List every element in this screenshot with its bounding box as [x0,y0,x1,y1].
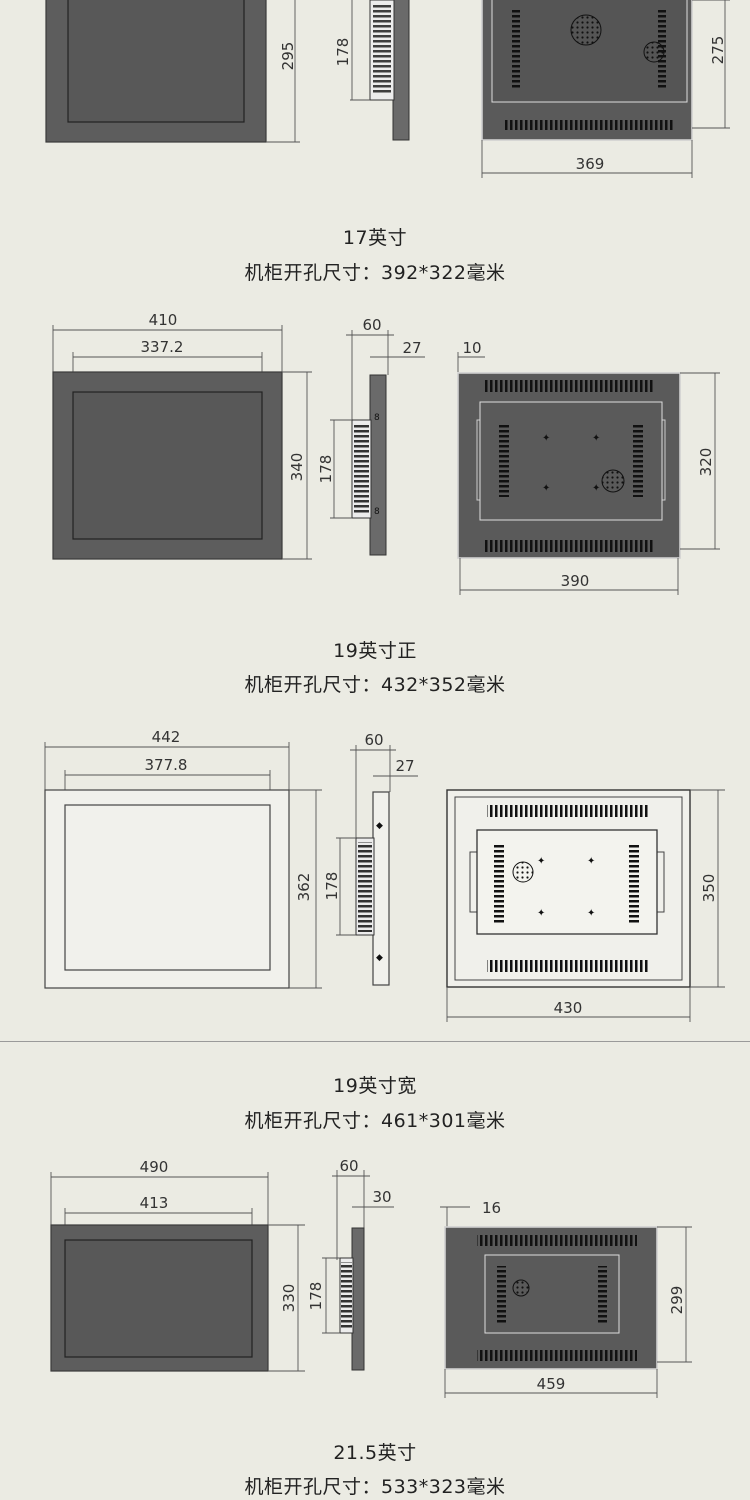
19wide-outer-width-label: 490 [140,1158,169,1176]
section-17-title: 17英寸 [342,227,408,249]
svg-text:◆: ◆ [376,953,383,963]
19sq-back-height-label: 350 [700,874,718,903]
19sq-back-view: ✦ ✦ ✦ ✦ 350 430 [446,789,725,1022]
svg-text:✦: ✦ [537,856,545,867]
svg-text:✦: ✦ [537,908,545,919]
section-19sq-title: 19英寸正 [333,640,417,662]
19wide-inner-width-label: 413 [140,1194,169,1212]
19sq-side-view: 60 27 ◆ ◆ 178 [323,731,418,986]
19wide-side-view: 60 30 178 [307,1157,394,1371]
17-outer-width-label: 410 [149,311,178,329]
19wide-back-offset-label: 16 [482,1199,501,1217]
section-215-title: 21.5英寸 [333,1442,417,1464]
19wide-back-height-label: 299 [668,1286,686,1315]
19wide-side-bracket-label: 178 [307,1282,325,1311]
svg-text:8: 8 [374,413,380,423]
19sq-inner-width-label: 377.8 [145,756,188,774]
19wide-back-width-label: 459 [537,1375,566,1393]
17-front-height-label: 340 [288,453,306,482]
17-inner-width-label: 337.2 [141,338,184,356]
top-back-view: 275 369 [481,0,730,178]
svg-text:◆: ◆ [376,821,383,831]
17-side-bracket-label: 178 [317,455,335,484]
17-back-offset-label: 10 [462,339,481,357]
19sq-side-inner-label: 27 [395,757,414,775]
17-front-view: 410 337.2 340 [52,311,312,560]
19wide-front-height-label: 330 [280,1284,298,1313]
top-side-bracket-label: 178 [334,38,352,67]
top-back-width-label: 369 [576,155,605,173]
19sq-side-bracket-label: 178 [323,872,341,901]
svg-text:✦: ✦ [592,483,600,494]
section-19wide-cutout: 机柜开孔尺寸：461*301毫米 [244,1110,506,1132]
section-17-cutout: 机柜开孔尺寸：392*322毫米 [244,262,506,284]
section-215-cutout: 机柜开孔尺寸：533*323毫米 [244,1476,506,1498]
top-back-height-label: 275 [709,36,727,65]
17-side-view: 60 27 8 8 178 [317,316,425,556]
19wide-side-depth-label: 60 [339,1157,358,1175]
17-back-height-label: 320 [697,448,715,477]
19sq-side-depth-label: 60 [364,731,383,749]
svg-text:8: 8 [374,507,380,517]
svg-text:✦: ✦ [542,483,550,494]
section-19sq-cutout: 机柜开孔尺寸：432*352毫米 [244,674,506,696]
19sq-back-width-label: 430 [554,999,583,1017]
19wide-back-view: 16 299 459 [440,1199,692,1398]
17-side-inner-label: 27 [402,339,421,357]
top-side-view: 178 [334,0,410,141]
17-back-width-label: 390 [561,572,590,590]
section-divider [0,1041,750,1042]
top-front-height-label: 295 [279,42,297,71]
19sq-front-view: 442 377.8 362 [44,728,322,989]
svg-text:✦: ✦ [587,908,595,919]
19wide-front-view: 490 413 330 [50,1158,305,1372]
19sq-front-height-label: 362 [295,873,313,902]
svg-text:✦: ✦ [542,433,550,444]
svg-text:✦: ✦ [587,856,595,867]
17-side-depth-label: 60 [362,316,381,334]
17-back-view: 10 ✦ ✦ ✦ ✦ 320 390 [457,339,720,595]
svg-text:✦: ✦ [592,433,600,444]
section-19wide-title: 19英寸宽 [333,1075,417,1097]
19sq-outer-width-label: 442 [152,728,181,746]
19wide-side-inner-label: 30 [372,1188,391,1206]
top-front-view: 295 [45,0,300,143]
